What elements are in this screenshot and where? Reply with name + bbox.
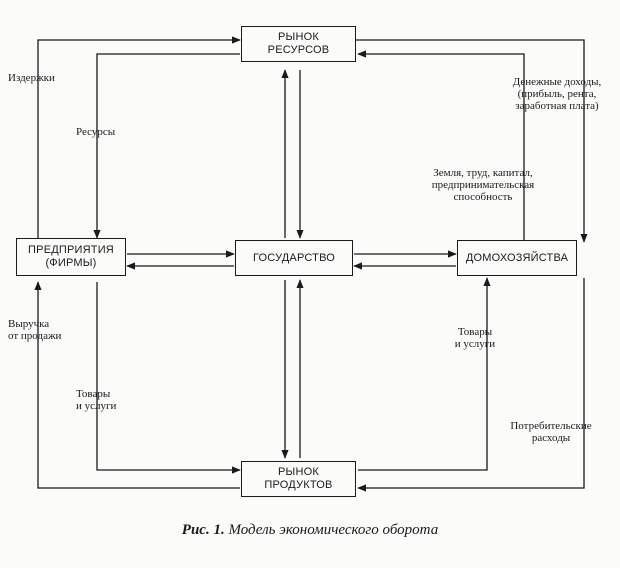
arrow-consumer-spending bbox=[357, 278, 585, 492]
node-government-line1: ГОСУДАРСТВО bbox=[253, 251, 335, 264]
arrow-revenue bbox=[34, 281, 240, 489]
node-market-resources: РЫНОК РЕСУРСОВ bbox=[241, 26, 356, 62]
node-government: ГОСУДАРСТВО bbox=[235, 240, 353, 276]
label-income-line2: (прибыль, рента, bbox=[517, 88, 597, 100]
label-goods-right-line1: Товары bbox=[457, 326, 493, 338]
node-market-resources-line1: РЫНОК bbox=[278, 31, 319, 43]
node-market-products-line2: ПРОДУКТОВ bbox=[264, 479, 333, 491]
node-market-products-line1: РЫНОК bbox=[278, 466, 319, 478]
label-goods-right-line2: и услуги bbox=[454, 338, 496, 350]
label-factors-line1: Земля, труд, капитал, bbox=[433, 167, 533, 179]
arrow-goods-left bbox=[96, 282, 241, 474]
arrow-factors bbox=[357, 50, 525, 240]
label-revenue: Выручка от продажи bbox=[8, 318, 61, 342]
label-costs: Издержки bbox=[8, 72, 55, 84]
node-households: ДОМОХОЗЯЙСТВА bbox=[457, 240, 577, 276]
arrow-resources bbox=[93, 53, 240, 239]
node-market-products: РЫНОК ПРОДУКТОВ bbox=[241, 461, 356, 497]
node-market-resources-line2: РЕСУРСОВ bbox=[267, 44, 330, 56]
label-revenue-line1: Выручка bbox=[8, 318, 50, 330]
arrow-goods-right bbox=[358, 277, 491, 471]
node-firms-line2: (ФИРМЫ) bbox=[45, 257, 97, 269]
arrow-costs bbox=[37, 36, 241, 238]
node-firms: ПРЕДПРИЯТИЯ (ФИРМЫ) bbox=[16, 238, 126, 276]
label-factors-line2: предпринимательская bbox=[431, 179, 535, 191]
node-households-line1: ДОМОХОЗЯЙСТВА bbox=[465, 251, 569, 264]
label-resources: Ресурсы bbox=[76, 126, 116, 138]
label-consumer-spending-line2: расходы bbox=[531, 432, 571, 444]
figure-caption-title: Модель экономического оборота bbox=[228, 522, 439, 538]
label-consumer-spending: Потребительские расходы bbox=[496, 420, 606, 444]
label-income: Денежные доходы, (прибыль, рента, зарабо… bbox=[498, 76, 616, 112]
node-firms-line1: ПРЕДПРИЯТИЯ bbox=[28, 244, 114, 256]
figure-caption-prefix: Рис. 1. bbox=[181, 522, 225, 538]
label-goods-left-line1: Товары bbox=[76, 388, 111, 400]
label-goods-left: Товары и услуги bbox=[76, 388, 116, 412]
label-consumer-spending-line1: Потребительские bbox=[510, 420, 592, 432]
label-income-line1: Денежные доходы, bbox=[512, 76, 602, 88]
label-goods-right: Товары и услуги bbox=[444, 326, 506, 350]
label-goods-left-line2: и услуги bbox=[76, 400, 117, 412]
figure-caption: Рис. 1. Модель экономического оборота bbox=[0, 522, 620, 539]
label-income-line3: заработная плата) bbox=[515, 100, 599, 112]
label-factors-line3: способность bbox=[453, 191, 513, 203]
arrow-income bbox=[356, 39, 588, 243]
label-revenue-line2: от продажи bbox=[8, 330, 62, 342]
label-factors: Земля, труд, капитал, предпринимательска… bbox=[418, 167, 548, 203]
